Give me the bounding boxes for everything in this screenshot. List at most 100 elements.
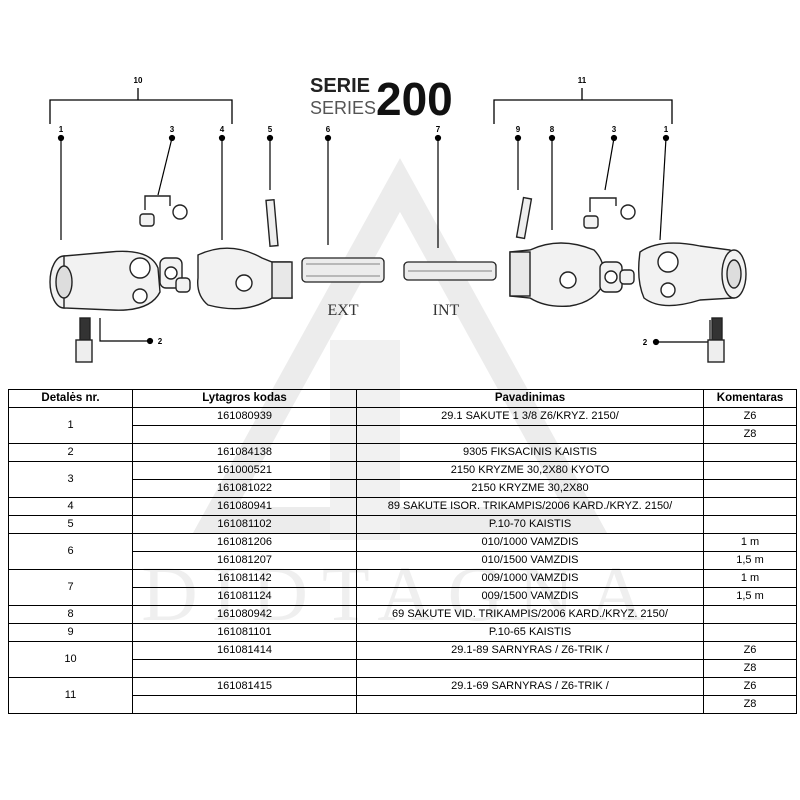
cell-code: 161081207 bbox=[132, 551, 357, 570]
cell-detail-nr: 3 bbox=[8, 461, 133, 498]
cell-comment: 1,5 m bbox=[703, 551, 797, 570]
parts-table: Detalės nr. Lytagros kodas Pavadinimas K… bbox=[8, 389, 797, 714]
cell-name: 29.1-69 SARNYRAS / Z6-TRIK / bbox=[356, 677, 704, 696]
cell-comment bbox=[703, 515, 797, 534]
cell-name: 010/1500 VAMZDIS bbox=[356, 551, 704, 570]
callout-l2: 2 bbox=[158, 337, 163, 346]
cell-comment bbox=[703, 461, 797, 480]
cell-name bbox=[356, 659, 704, 678]
bracket-left bbox=[49, 88, 233, 124]
cell-comment bbox=[703, 479, 797, 498]
callout-l6: 6 bbox=[326, 125, 331, 134]
cell-comment bbox=[703, 497, 797, 516]
cell-detail-nr: 8 bbox=[8, 605, 133, 624]
left-yoke-assembly bbox=[49, 195, 293, 363]
cell-name bbox=[356, 695, 704, 714]
cell-comment: 1 m bbox=[703, 569, 797, 588]
cell-name: 69 SAKUTE VID. TRIKAMPIS/2006 KARD./KRYZ… bbox=[356, 605, 704, 624]
callout-r2: 2 bbox=[643, 338, 648, 347]
label-ext: EXT bbox=[327, 302, 358, 319]
callout-r8: 8 bbox=[550, 125, 555, 134]
cell-code: 161081102 bbox=[132, 515, 357, 534]
series-number: 200 bbox=[376, 73, 453, 125]
callout-leaders bbox=[57, 134, 711, 346]
cell-comment: Z8 bbox=[703, 659, 797, 678]
callout-l7: 7 bbox=[436, 125, 441, 134]
cell-code: 161081142 bbox=[132, 569, 357, 588]
table-row: Z8 bbox=[9, 659, 797, 678]
cell-code: 161081206 bbox=[132, 533, 357, 552]
right-yoke-assembly bbox=[509, 196, 747, 363]
cell-code: 161084138 bbox=[132, 443, 357, 462]
cell-name: 010/1000 VAMZDIS bbox=[356, 533, 704, 552]
col-header-comment: Komentaras bbox=[703, 389, 797, 408]
cell-name: 2150 KRYZME 30,2X80 KYOTO bbox=[356, 461, 704, 480]
cell-comment bbox=[703, 623, 797, 642]
cell-name: P.10-70 KAISTIS bbox=[356, 515, 704, 534]
cell-code: 161081414 bbox=[132, 641, 357, 660]
cell-detail-nr: 6 bbox=[8, 533, 133, 570]
col-header-name: Pavadinimas bbox=[356, 389, 704, 408]
cell-detail-nr: 11 bbox=[8, 677, 133, 714]
cell-code: 161080939 bbox=[132, 407, 357, 426]
cell-code: 161081124 bbox=[132, 587, 357, 606]
cell-detail-nr: 7 bbox=[8, 569, 133, 606]
callout-r3: 3 bbox=[612, 125, 617, 134]
cell-detail-nr: 2 bbox=[8, 443, 133, 462]
cell-code: 161081101 bbox=[132, 623, 357, 642]
cell-comment: 1,5 m bbox=[703, 587, 797, 606]
cell-code: 161081415 bbox=[132, 677, 357, 696]
callout-l4: 4 bbox=[220, 125, 225, 134]
table-row: Z8 bbox=[9, 425, 797, 444]
table-row: Z8 bbox=[9, 695, 797, 714]
callout-r1: 1 bbox=[664, 125, 669, 134]
cell-detail-nr: 1 bbox=[8, 407, 133, 444]
table-header-row: Detalės nr. Lytagros kodas Pavadinimas K… bbox=[8, 389, 797, 408]
cell-code bbox=[132, 695, 357, 714]
cell-detail-nr: 4 bbox=[8, 497, 133, 516]
cell-name: 009/1500 VAMZDIS bbox=[356, 587, 704, 606]
cell-comment: Z6 bbox=[703, 641, 797, 660]
cell-code: 161080941 bbox=[132, 497, 357, 516]
cell-code bbox=[132, 425, 357, 444]
cell-comment: Z6 bbox=[703, 677, 797, 696]
callout-l5: 5 bbox=[268, 125, 273, 134]
cell-name: 29.1-89 SARNYRAS / Z6-TRIK / bbox=[356, 641, 704, 660]
cell-comment: 1 m bbox=[703, 533, 797, 552]
cell-name: 2150 KRYZME 30,2X80 bbox=[356, 479, 704, 498]
cell-name bbox=[356, 425, 704, 444]
cell-code: 161000521 bbox=[132, 461, 357, 480]
callout-l1: 1 bbox=[59, 125, 64, 134]
exploded-diagram: SERIE SERIES 200 10 11 1 3 4 5 6 7 9 8 3… bbox=[49, 73, 747, 363]
cell-name: 29.1 SAKUTE 1 3/8 Z6/KRYZ. 2150/ bbox=[356, 407, 704, 426]
bracket-right bbox=[493, 88, 673, 124]
cell-detail-nr: 5 bbox=[8, 515, 133, 534]
tube-int bbox=[403, 261, 497, 281]
cell-code bbox=[132, 659, 357, 678]
callout-10: 10 bbox=[134, 76, 143, 85]
serie-label: SERIE bbox=[310, 75, 370, 97]
cell-comment bbox=[703, 605, 797, 624]
cell-code: 161081022 bbox=[132, 479, 357, 498]
cell-detail-nr: 10 bbox=[8, 641, 133, 678]
cell-comment: Z6 bbox=[703, 407, 797, 426]
cell-comment: Z8 bbox=[703, 425, 797, 444]
cell-name: 009/1000 VAMZDIS bbox=[356, 569, 704, 588]
cell-comment bbox=[703, 443, 797, 462]
cell-code: 161080942 bbox=[132, 605, 357, 624]
label-int: INT bbox=[433, 302, 460, 319]
callout-l3: 3 bbox=[170, 125, 175, 134]
col-header-code: Lytagros kodas bbox=[132, 389, 357, 408]
